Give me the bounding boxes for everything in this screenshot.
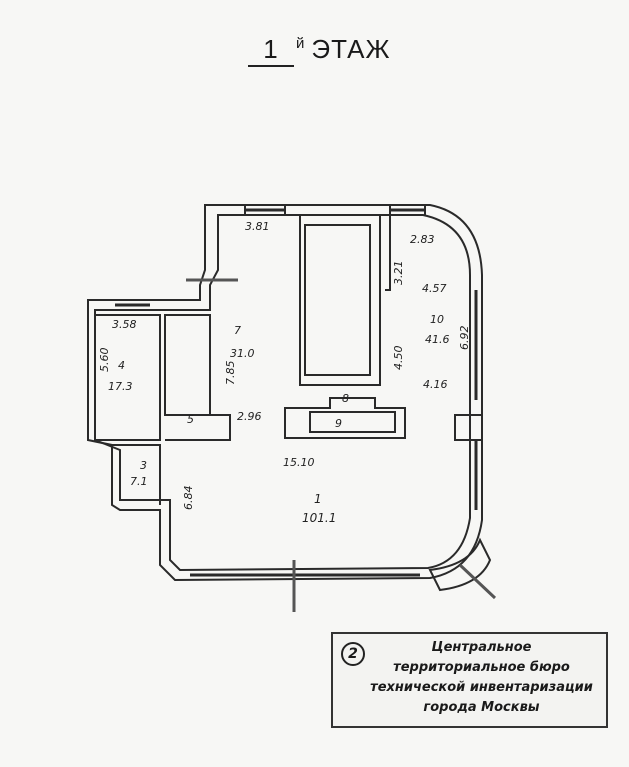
bti-stamp: 2 Центральное территориальное бюро техни… (331, 632, 608, 728)
room-1-area: 101.1 (302, 511, 336, 525)
room-3-area: 7.1 (130, 475, 148, 488)
dim-label: 15.10 (283, 456, 315, 469)
room-9-number: 9 (335, 417, 342, 430)
dim-label: 4.16 (423, 378, 448, 391)
room-7-number: 7 (234, 324, 241, 337)
dim-label: 3.81 (245, 220, 270, 233)
stamp-line: города Москвы (423, 700, 540, 715)
room-4-area: 17.3 (108, 380, 133, 393)
room-4-number: 4 (118, 359, 125, 372)
dim-label: 2.96 (237, 410, 262, 423)
central-block (290, 214, 381, 386)
floor-suffix: й (296, 35, 306, 53)
stamp-line: Центральное (431, 640, 532, 655)
room-1-number: 1 (314, 492, 322, 506)
stamp-line: территориальное бюро (393, 660, 570, 675)
floor-word: ЭТАЖ (311, 34, 391, 64)
room-10-number: 10 (430, 313, 444, 326)
dim-label: 6.92 (458, 326, 471, 351)
room-7-area: 31.0 (230, 347, 255, 360)
dim-label: 4.57 (422, 282, 447, 295)
room-8-9-block (284, 397, 406, 439)
stamp-number: 2 (341, 642, 365, 666)
dim-label: 5.60 (98, 348, 111, 373)
room-3-walls (112, 444, 161, 505)
room-10-area: 41.6 (425, 333, 450, 346)
outer-wall (87, 204, 483, 582)
room-8-number: 8 (342, 392, 349, 405)
dim-label: 7.85 (224, 361, 237, 386)
inner-wall (94, 214, 471, 572)
dim-label: 3.58 (112, 318, 137, 331)
dim-label: 4.50 (392, 346, 405, 371)
dim-label: 3.21 (392, 261, 405, 286)
floor-number: 1 (248, 34, 294, 67)
room-5-walls (164, 314, 211, 416)
dim-label: 6.84 (182, 486, 195, 511)
room-3-number: 3 (140, 459, 147, 472)
room-4-walls (95, 314, 161, 441)
dim-label: 2.83 (410, 233, 435, 246)
room-5-number: 5 (187, 413, 194, 426)
stamp-line: технической инвентаризации (370, 680, 593, 695)
